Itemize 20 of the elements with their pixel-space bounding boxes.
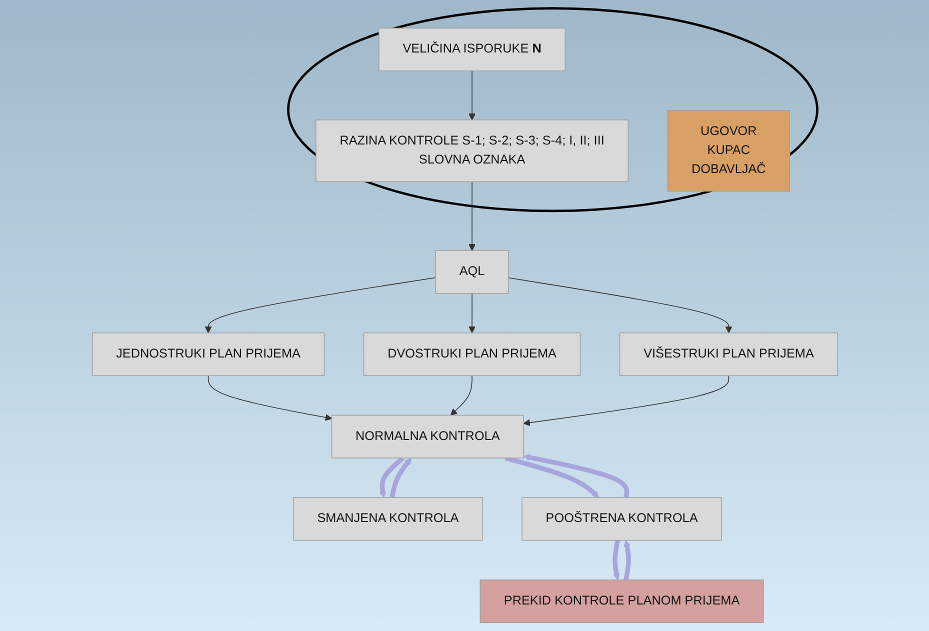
node-box: POOŠTRENA KONTROLA	[521, 497, 722, 541]
node-box: JEDNOSTRUKI PLAN PRIJEMA	[91, 332, 324, 376]
arrow	[389, 458, 411, 498]
arrow	[207, 375, 332, 421]
node-box: NORMALNA KONTROLA	[330, 414, 524, 458]
arrow	[204, 277, 436, 334]
node-box: SMANJENA KONTROLA	[292, 497, 482, 541]
arrow	[468, 292, 476, 334]
arrow	[450, 375, 472, 416]
arrow	[522, 454, 629, 498]
arrow	[522, 375, 729, 426]
arrow	[623, 540, 630, 580]
node-box: DVOSTRUKI PLAN PRIJEMA	[362, 332, 580, 376]
node-box: AQL	[434, 250, 508, 294]
arrow	[508, 277, 732, 334]
arrow	[504, 456, 599, 498]
node-box: PREKID KONTROLE PLANOM PRIJEMA	[479, 580, 764, 624]
node-box: VIŠESTRUKI PLAN PRIJEMA	[618, 332, 838, 376]
arrow	[378, 456, 404, 498]
arrow	[612, 540, 620, 580]
